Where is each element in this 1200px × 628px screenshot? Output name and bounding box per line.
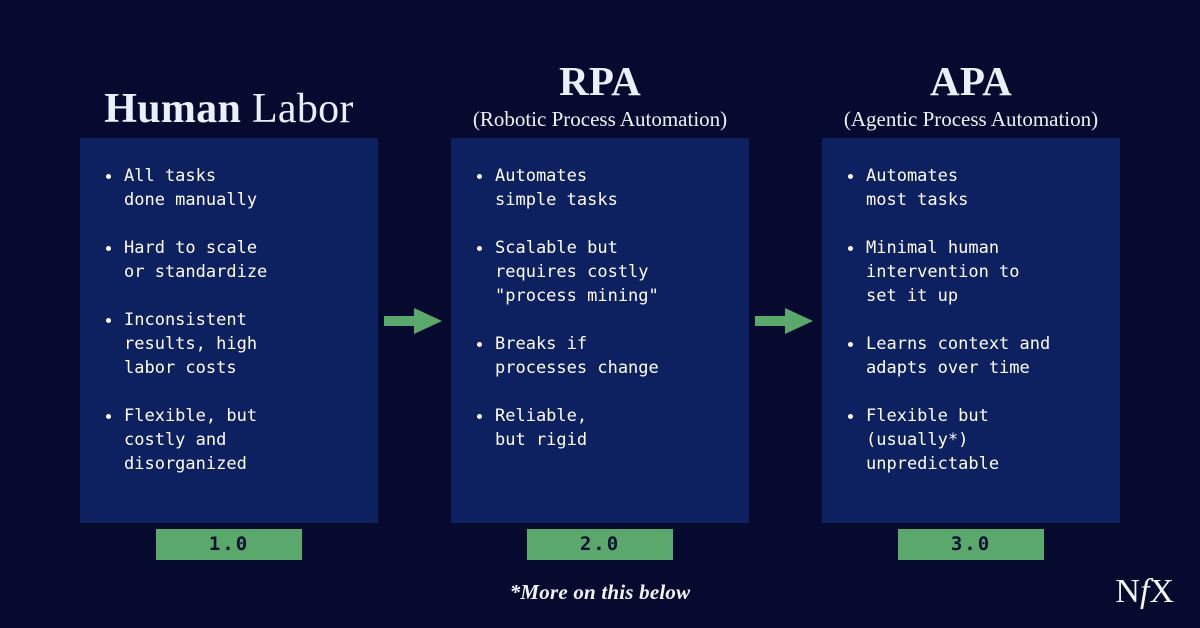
card-rpa: Automates simple tasks Scalable but requ… [451,138,749,523]
badge-wrap-apa: 3.0 [822,529,1120,560]
version-badge-1: 1.0 [156,529,302,560]
version-badge-3: 3.0 [898,529,1044,560]
arrow-right-icon-2 [755,308,813,334]
column-title-strong: APA [929,58,1013,104]
column-subtitle-rpa: (Robotic Process Automation) [472,107,728,131]
logo-letter-x: X [1149,573,1174,610]
column-subtitle-apa: (Agentic Process Automation) [843,107,1099,131]
list-item: Breaks if processes change [473,332,733,380]
bullet-list-rpa: Automates simple tasks Scalable but requ… [473,164,733,452]
column-title-strong: Human [104,86,242,132]
list-item: Minimal human intervention to set it up [844,236,1104,308]
list-item: Inconsistent results, high labor costs [102,308,362,380]
column-rpa: RPA (Robotic Process Automation) Automat… [451,0,749,560]
logo-letter-f: f [1139,573,1150,610]
card-apa: Automates most tasks Minimal human inter… [822,138,1120,523]
list-item: Scalable but requires costly "process mi… [473,236,733,308]
version-badge-2: 2.0 [527,529,673,560]
list-item: Automates simple tasks [473,164,733,212]
column-header-apa: APA (Agentic Process Automation) [822,0,1120,138]
column-header-human-labor: Human Labor [80,0,378,138]
logo-letter-n: N [1115,573,1140,610]
arrow-right-icon-1 [384,308,442,334]
badge-wrap-rpa: 2.0 [451,529,749,560]
nfx-logo: NfX [1115,572,1174,612]
column-title-human-labor: Human Labor [104,86,353,132]
list-item: Flexible but (usually*) unpredictable [844,404,1104,476]
list-item: All tasks done manually [102,164,362,212]
column-apa: APA (Agentic Process Automation) Automat… [822,0,1120,560]
list-item: Hard to scale or standardize [102,236,362,284]
comparison-columns: Human Labor All tasks done manually Hard… [80,0,1120,560]
footnote: *More on this below [509,580,691,604]
column-title-apa: APA [930,58,1012,104]
list-item: Reliable, but rigid [473,404,733,452]
column-title-light: Labor [241,86,354,132]
badge-wrap-human-labor: 1.0 [80,529,378,560]
list-item: Automates most tasks [844,164,1104,212]
card-human-labor: All tasks done manually Hard to scale or… [80,138,378,523]
bullet-list-apa: Automates most tasks Minimal human inter… [844,164,1104,476]
bullet-list-human-labor: All tasks done manually Hard to scale or… [102,164,362,476]
column-human-labor: Human Labor All tasks done manually Hard… [80,0,378,560]
column-title-rpa: RPA [559,58,641,104]
column-header-rpa: RPA (Robotic Process Automation) [451,0,749,138]
list-item: Learns context and adapts over time [844,332,1104,380]
list-item: Flexible, but costly and disorganized [102,404,362,476]
column-title-strong: RPA [558,58,642,104]
